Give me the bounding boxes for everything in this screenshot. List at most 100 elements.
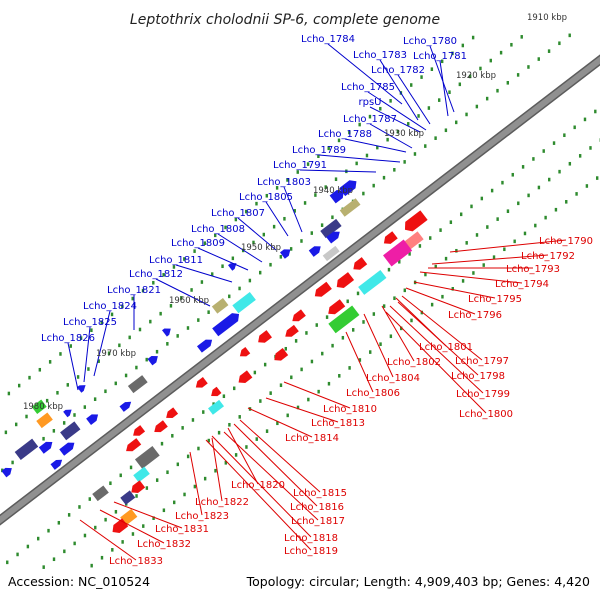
tick-dot (427, 106, 431, 110)
tick-dot (430, 67, 434, 71)
tick-dot (369, 350, 372, 354)
tick-dot (429, 236, 432, 240)
gene-leader-reverse (239, 419, 321, 493)
tick-dot (73, 541, 76, 546)
tick-dot (16, 552, 19, 557)
gene-label-forward: Lcho_1788 (318, 129, 372, 140)
tick-dot (17, 383, 21, 388)
gene-label-forward: Lcho_1825 (63, 317, 117, 328)
tick-dot (63, 549, 66, 554)
tick-dot (475, 104, 479, 109)
tick-dot (172, 265, 176, 269)
gene-arrow-forward (326, 231, 340, 244)
tick-dot (480, 196, 484, 201)
gene-label-reverse: Lcho_1793 (506, 264, 560, 275)
gene-label-forward: Lcho_1808 (191, 224, 245, 235)
tick-dot (118, 343, 121, 348)
gene-arrow-forward (86, 414, 99, 426)
gene-label-reverse: Lcho_1814 (285, 433, 339, 444)
tick-dot (191, 418, 195, 422)
gene-label-forward: Lcho_1780 (403, 36, 457, 47)
tick-dot (305, 331, 308, 335)
gene-arrow-reverse (195, 377, 208, 388)
gene-label-reverse: Lcho_1797 (455, 356, 509, 367)
gene-label-reverse: Lcho_1822 (195, 497, 249, 508)
tick-dot (338, 374, 341, 378)
gene-arrow-reverse (285, 324, 299, 337)
tick-dot (253, 370, 257, 375)
tick-dot (110, 312, 114, 317)
gene-leader-forward (83, 326, 91, 383)
tick-dot (300, 239, 303, 243)
tick-dot (67, 513, 71, 517)
tick-dot (348, 366, 351, 370)
gene-label-forward: Lcho_1782 (371, 65, 425, 76)
tick-dot (355, 161, 358, 166)
tick-dot (506, 80, 510, 85)
gene-block (60, 421, 81, 441)
gene-block (232, 291, 256, 314)
tick-dot (159, 311, 162, 316)
gene-arrow-reverse (211, 386, 222, 397)
tick-dot (56, 390, 59, 395)
tick-dot (121, 304, 124, 309)
tick-dot (490, 188, 494, 193)
tick-dot (279, 255, 283, 259)
tick-dot (451, 51, 454, 56)
gene-label-forward: Lcho_1783 (353, 50, 407, 61)
tick-dot (420, 75, 423, 79)
gene-arrow-reverse (258, 330, 272, 343)
gene-label-forward: Lcho_1791 (273, 160, 327, 171)
gene-leader-reverse (363, 313, 394, 378)
kbp-label: 1910 kbp (527, 13, 567, 23)
tick-dot (155, 349, 159, 354)
tick-dot (461, 279, 465, 283)
tick-dot (482, 263, 485, 267)
tick-dot (565, 199, 568, 204)
gene-leader-forward (299, 169, 377, 173)
tick-dot (568, 161, 572, 166)
gene-block (328, 305, 360, 334)
tick-dot (255, 201, 258, 206)
gene-label-reverse: Lcho_1792 (521, 251, 575, 262)
tick-dot (107, 351, 111, 356)
tick-dot (506, 209, 510, 214)
gene-leader-forward (429, 45, 455, 113)
tick-dot (510, 42, 513, 47)
tick-dot (321, 351, 324, 356)
kbp-label: 1940 kbp (313, 186, 353, 196)
tick-dot (234, 453, 238, 457)
kbp-label: 1960 kbp (169, 296, 209, 306)
gene-arrow-reverse (353, 257, 368, 270)
tick-dot (523, 231, 527, 236)
tick-dot (548, 177, 551, 182)
gene-leader-forward (155, 278, 211, 307)
tick-dot (100, 555, 104, 560)
gene-leader-reverse (233, 423, 318, 507)
gene-leader-reverse (389, 305, 484, 394)
gene-label-reverse: Lcho_1799 (456, 389, 510, 400)
gene-label-reverse: Lcho_1802 (387, 357, 441, 368)
tick-dot (88, 497, 91, 501)
gene-arrow-forward (162, 328, 171, 337)
tick-dot (307, 397, 310, 402)
tick-dot (537, 57, 540, 61)
tick-dot (228, 294, 231, 299)
gene-label-reverse: Lcho_1795 (468, 294, 522, 305)
tick-dot (176, 334, 179, 338)
tick-dot (594, 109, 597, 114)
tick-dot (315, 323, 318, 327)
tick-dot (451, 287, 454, 291)
tick-dot (162, 508, 166, 513)
tick-dot (90, 328, 93, 333)
tick-dot (233, 386, 236, 391)
tick-dot (180, 296, 183, 300)
tick-dot (501, 180, 504, 185)
tick-dot (104, 389, 107, 394)
gene-label-forward: Lcho_1811 (149, 255, 203, 266)
gene-leader-forward (67, 342, 79, 391)
tick-dot (337, 138, 341, 143)
tick-dot (79, 336, 83, 340)
tick-dot (48, 360, 52, 364)
